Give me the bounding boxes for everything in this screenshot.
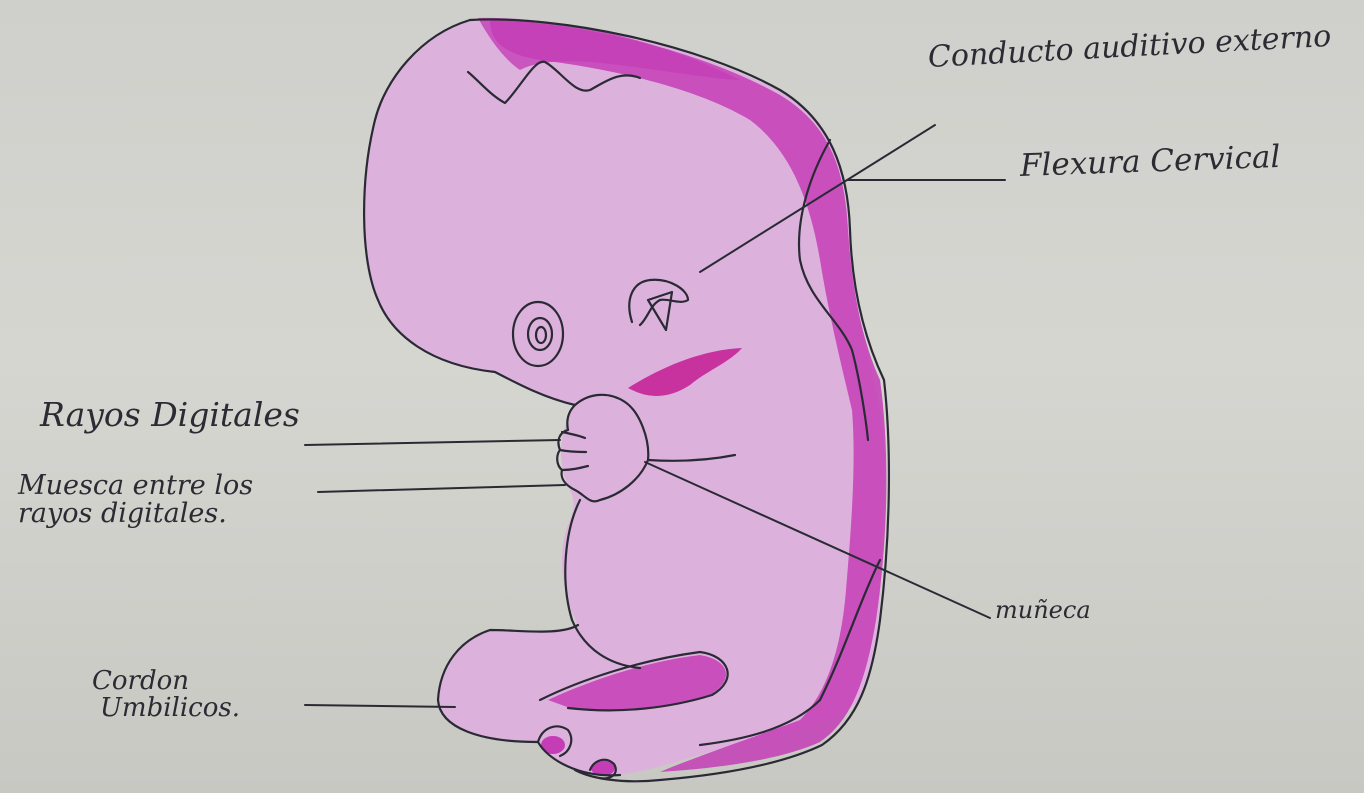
label-muesca-line1: Muesca entre los [18,472,253,500]
label-muneca: muñeca [995,598,1091,623]
leader-rayos [305,440,560,445]
label-rayos-digitales: Rayos Digitales [40,398,300,433]
label-muesca-rayos: Muesca entre los rayos digitales. [18,472,253,529]
label-cordon-umbilical: Cordon Umbilicos. [92,668,240,723]
leader-membrana [318,485,565,492]
leader-cordon [305,705,455,707]
label-muesca-line2: rayos digitales. [18,500,253,528]
label-cordon-line2: Umbilicos. [92,695,240,722]
label-cordon-line1: Cordon [92,668,240,695]
